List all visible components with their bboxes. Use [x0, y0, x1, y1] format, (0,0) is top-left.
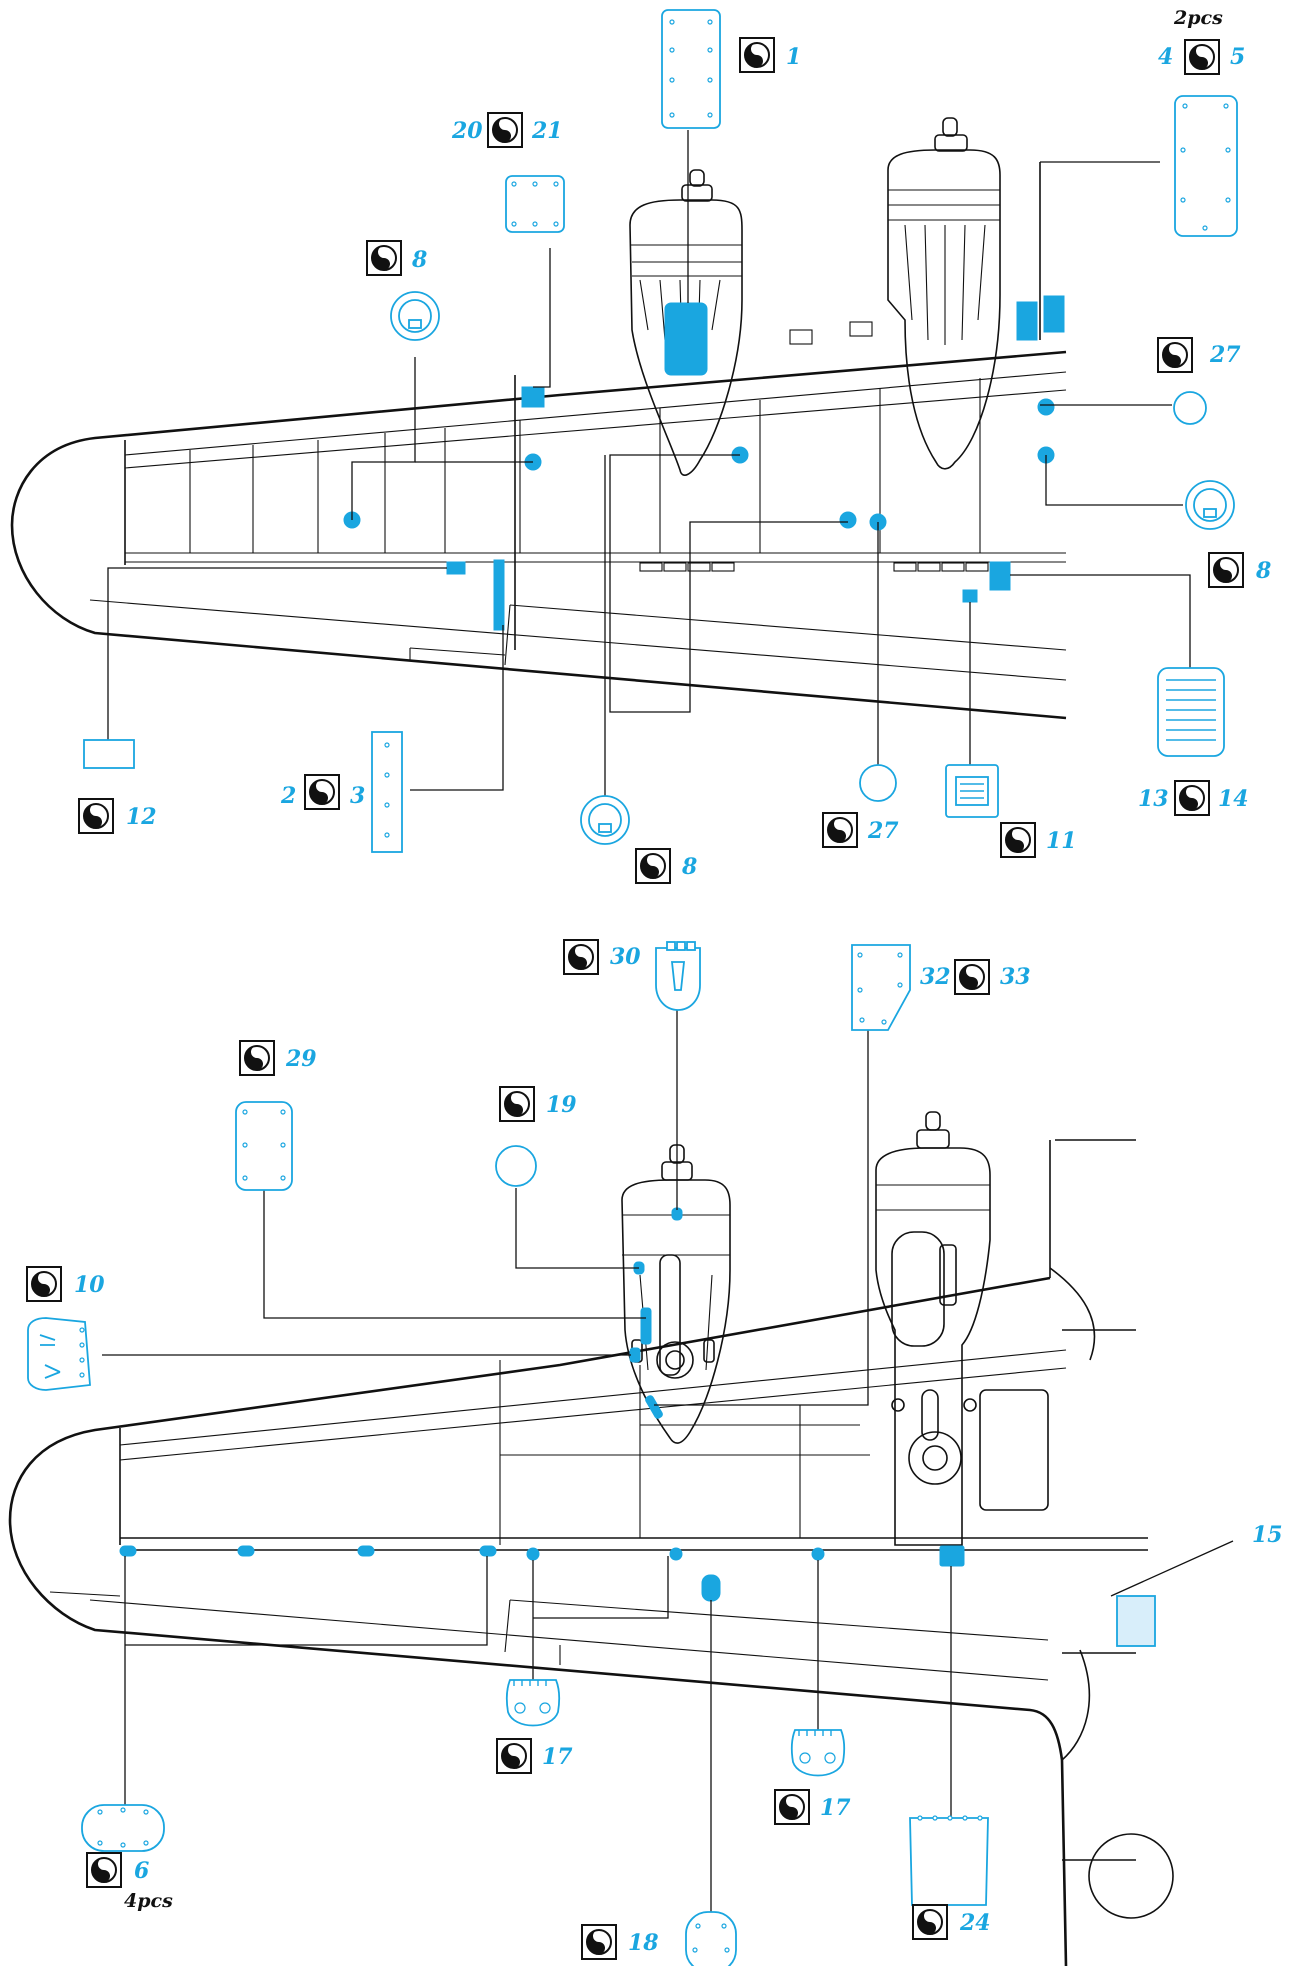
- callout-21: 21: [531, 118, 563, 144]
- part-4-5-panel: [1174, 95, 1238, 237]
- part-8-round-cover-a: [390, 291, 440, 341]
- yin-yang-symbol-icon: [1157, 337, 1193, 373]
- callout-2: 2: [280, 783, 296, 809]
- lower-callouts: 30 32 33 29 19 10 15 6 4pcs 17 17 18 24: [26, 939, 1283, 1960]
- callout-1: 1: [786, 44, 801, 70]
- callout-17-b: 17: [820, 1795, 851, 1821]
- callout-6: 6: [134, 1858, 149, 1884]
- upper-engine-nacelle-right: [887, 117, 1001, 470]
- callout-13: 13: [1138, 786, 1169, 812]
- callout-8-a: 8: [411, 247, 427, 273]
- yin-yang-symbol-icon: [26, 1266, 62, 1302]
- part-24-panel: [909, 1815, 989, 1906]
- part-32-33-panel: [851, 944, 911, 1031]
- part-11-grille: [945, 764, 999, 818]
- callout-10: 10: [74, 1272, 105, 1298]
- callout-18: 18: [628, 1930, 659, 1956]
- callout-19: 19: [546, 1092, 577, 1118]
- lower-wing-outline: [8, 1276, 1068, 1966]
- callout-3: 3: [350, 783, 365, 809]
- part-27-ring-a: [1173, 391, 1207, 425]
- upper-wing-highlighted-parts: [343, 295, 1065, 631]
- yin-yang-symbol-icon: [1174, 780, 1210, 816]
- callout-12: 12: [126, 804, 157, 830]
- yin-yang-symbol-icon: [563, 939, 599, 975]
- callout-24: 24: [959, 1910, 991, 1936]
- upper-leader-lines: [107, 130, 1191, 816]
- callout-5: 5: [1230, 44, 1245, 70]
- part-13-14-vent: [1157, 667, 1225, 757]
- upper-callouts: 1 2pcs 4 5 20 21 8 27 8 2 3 12 8 27 11 1…: [78, 7, 1271, 884]
- callout-4: 4: [1158, 44, 1173, 70]
- part-6-oval-panel: [81, 1804, 165, 1852]
- part-1-panel: [661, 9, 721, 129]
- yin-yang-symbol-icon: [487, 112, 523, 148]
- callout-15: 15: [1252, 1522, 1283, 1548]
- yin-yang-symbol-icon: [499, 1086, 535, 1122]
- callout-27-a: 27: [1209, 342, 1241, 368]
- highlight-hatch-1: [664, 302, 708, 376]
- upper-parts: [83, 9, 1238, 853]
- yin-yang-symbol-icon: [822, 812, 858, 848]
- callout-8-b: 8: [1255, 558, 1271, 584]
- lower-leader-lines: [102, 1010, 1234, 1915]
- yin-yang-symbol-icon: [774, 1789, 810, 1825]
- upper-wing-outline: [10, 350, 1067, 720]
- part-8-round-cover-b: [1185, 480, 1235, 530]
- lower-wing-view: [8, 1111, 1174, 1966]
- lower-engine-nacelle-right: [875, 1111, 991, 1546]
- yin-yang-symbol-icon: [1208, 552, 1244, 588]
- part-30-shield: [655, 941, 701, 1011]
- callout-17-a: 17: [542, 1744, 573, 1770]
- callout-27-b: 27: [867, 818, 899, 844]
- part-27-ring-b: [859, 764, 897, 802]
- callout-29: 29: [285, 1046, 317, 1072]
- yin-yang-symbol-icon: [1000, 822, 1036, 858]
- callout-32: 32: [920, 964, 951, 990]
- part-29-panel: [235, 1101, 293, 1191]
- yin-yang-symbol-icon: [912, 1904, 948, 1940]
- yin-yang-symbol-icon: [366, 240, 402, 276]
- upper-wing-view: [10, 117, 1067, 720]
- callout-33: 33: [1000, 964, 1031, 990]
- part-18-panel: [685, 1911, 737, 1966]
- yin-yang-symbol-icon: [304, 774, 340, 810]
- part-17-cover-b: [790, 1729, 846, 1777]
- part-10-plate: [27, 1317, 91, 1391]
- part-2-3-strip: [371, 731, 403, 853]
- yin-yang-symbol-icon: [239, 1040, 275, 1076]
- part-17-cover-a: [505, 1679, 561, 1727]
- note-2pcs: 2pcs: [1173, 7, 1223, 29]
- yin-yang-symbol-icon: [1184, 39, 1220, 75]
- yin-yang-symbol-icon: [581, 1924, 617, 1960]
- part-8-round-cover-c: [580, 795, 630, 845]
- part-12-panel: [83, 739, 135, 769]
- note-4pcs: 4pcs: [124, 1890, 173, 1912]
- yin-yang-symbol-icon: [739, 37, 775, 73]
- callout-11: 11: [1046, 828, 1077, 854]
- part-20-21-panel: [505, 175, 565, 233]
- lower-parts: [27, 941, 989, 1966]
- lower-engine-nacelle-left: [621, 1144, 731, 1444]
- yin-yang-symbol-icon: [86, 1852, 122, 1888]
- yin-yang-symbol-icon: [635, 848, 671, 884]
- yin-yang-symbol-icon: [78, 798, 114, 834]
- lower-wing-highlighted-parts: [119, 1207, 1156, 1647]
- yin-yang-symbol-icon: [954, 959, 990, 995]
- callout-14: 14: [1218, 786, 1249, 812]
- callout-30: 30: [610, 944, 641, 970]
- callout-8-c: 8: [681, 854, 697, 880]
- yin-yang-symbol-icon: [496, 1738, 532, 1774]
- callout-20: 20: [451, 118, 483, 144]
- part-19-ring: [495, 1145, 537, 1187]
